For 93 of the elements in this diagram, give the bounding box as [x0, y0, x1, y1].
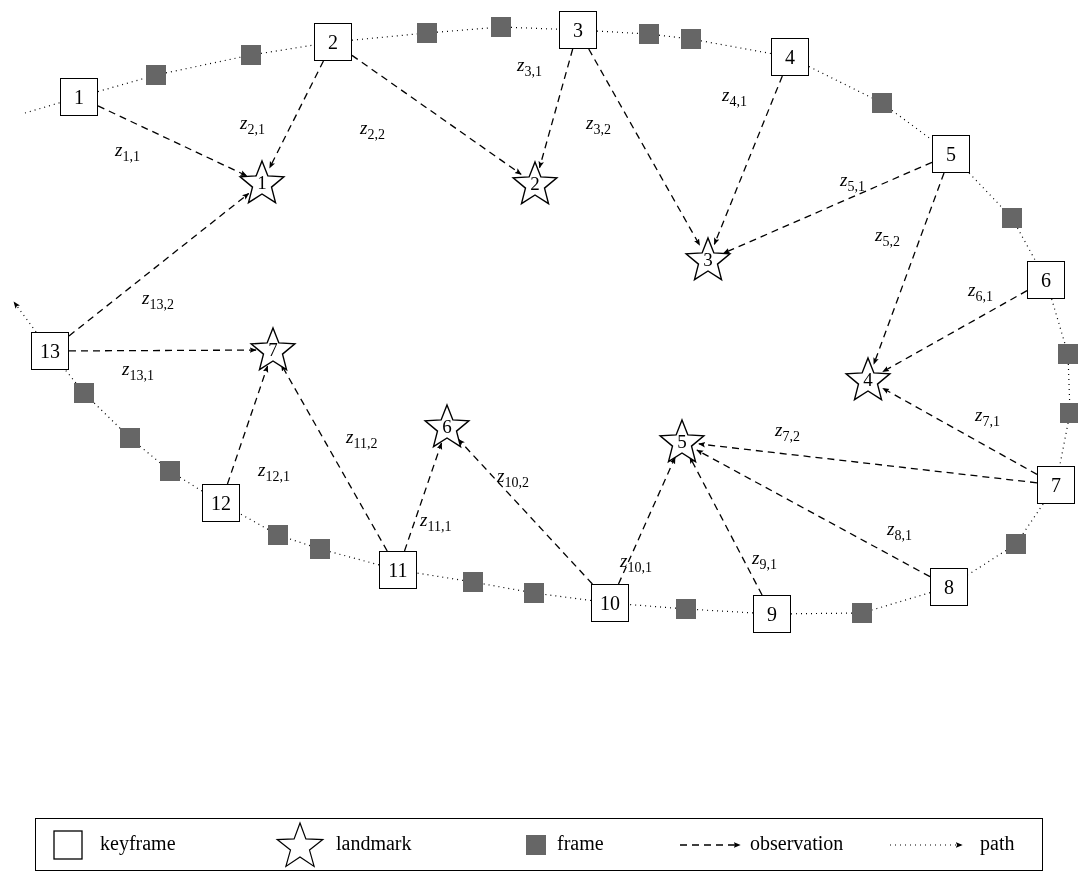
frame-square — [268, 525, 288, 545]
edge-label: z$_{2,2}$ — [360, 118, 385, 142]
path-line — [24, 102, 61, 114]
edge-label: z$_{7,2}$ — [775, 420, 800, 444]
path-line — [1051, 298, 1066, 345]
observation-arrow — [97, 105, 248, 177]
observation-arrow — [269, 60, 325, 169]
observation-arrow — [403, 442, 443, 552]
frame-square — [1006, 534, 1026, 554]
edge-label: z$_{10,1}$ — [620, 551, 652, 575]
frame-square — [1060, 403, 1078, 423]
frame-square — [74, 383, 94, 403]
landmark-number: 3 — [703, 249, 713, 271]
edge-label: z$_{9,1}$ — [752, 548, 777, 572]
observation-arrow — [68, 192, 250, 337]
edge-label: z$_{7,1}$ — [975, 405, 1000, 429]
frame-square — [676, 599, 696, 619]
keyframe-box: 3 — [559, 11, 597, 49]
keyframe-box: 1 — [60, 78, 98, 116]
observation-arrow — [882, 387, 1038, 476]
keyframe-box: 10 — [591, 584, 629, 622]
legend-label: frame — [557, 832, 604, 855]
path-line — [64, 369, 77, 384]
path-line — [13, 301, 37, 333]
frame-square — [681, 29, 701, 49]
edge-label: z$_{2,1}$ — [240, 113, 265, 137]
observation-arrow — [351, 54, 522, 175]
observation-arrow — [226, 365, 269, 485]
frame-square — [463, 572, 483, 592]
landmark-number: 5 — [677, 431, 687, 453]
legend-label: path — [980, 832, 1015, 855]
frame-square — [310, 539, 330, 559]
keyframe-box: 2 — [314, 23, 352, 61]
frame-square — [639, 24, 659, 44]
keyframe-box: 12 — [202, 484, 240, 522]
observation-arrow — [713, 75, 783, 245]
observation-arrow — [882, 290, 1028, 373]
frame-square — [241, 45, 261, 65]
frame-square — [1002, 208, 1022, 228]
observation-arrow — [873, 172, 945, 365]
edge-label: z$_{13,2}$ — [142, 288, 174, 312]
frame-square — [852, 603, 872, 623]
edge-label: z$_{6,1}$ — [968, 280, 993, 304]
observation-arrow — [722, 161, 933, 254]
path-line — [1016, 227, 1037, 262]
frame-square — [417, 23, 437, 43]
edge-label: z$_{8,1}$ — [887, 519, 912, 543]
frame-square — [146, 65, 166, 85]
observation-arrow — [689, 456, 763, 596]
legend-label: observation — [750, 832, 844, 855]
landmark-number: 6 — [442, 416, 452, 438]
path-line — [968, 172, 1004, 209]
keyframe-box: 5 — [932, 135, 970, 173]
observation-arrow — [698, 441, 1038, 484]
edge-label: z$_{4,1}$ — [722, 85, 747, 109]
path-line — [239, 513, 269, 530]
frame-square — [120, 428, 140, 448]
frame-square — [160, 461, 180, 481]
legend-label: landmark — [336, 832, 412, 855]
observation-arrow — [696, 449, 931, 578]
frame-square — [524, 583, 544, 603]
keyframe-box: 4 — [771, 38, 809, 76]
landmark-number: 7 — [268, 339, 278, 361]
observation-arrow — [588, 48, 701, 246]
edge-label: z$_{1,1}$ — [115, 140, 140, 164]
frame-square — [491, 17, 511, 37]
frame-square — [872, 93, 892, 113]
edge-label: z$_{12,1}$ — [258, 460, 290, 484]
landmark-number: 1 — [257, 172, 267, 194]
edge-label: z$_{11,1}$ — [420, 510, 452, 534]
edge-label: z$_{11,2}$ — [346, 427, 378, 451]
path-line — [287, 537, 311, 547]
observation-arrow — [538, 48, 574, 169]
edge-label: z$_{3,1}$ — [517, 55, 542, 79]
keyframe-box: 6 — [1027, 261, 1065, 299]
path-line — [93, 402, 121, 429]
observation-arrow — [617, 456, 676, 585]
edge-label: z$_{3,2}$ — [586, 113, 611, 137]
landmark-number: 2 — [530, 173, 540, 195]
keyframe-box: 7 — [1037, 466, 1075, 504]
keyframe-box: 9 — [753, 595, 791, 633]
keyframe-box: 8 — [930, 568, 968, 606]
keyframe-box: 11 — [379, 551, 417, 589]
keyframe-box: 13 — [31, 332, 69, 370]
edge-label: z$_{5,1}$ — [840, 170, 865, 194]
frame-square — [1058, 344, 1078, 364]
observation-arrow — [68, 347, 257, 353]
legend-label: keyframe — [100, 832, 176, 855]
path-line — [1022, 503, 1044, 535]
edge-label: z$_{5,2}$ — [875, 225, 900, 249]
edge-label: z$_{13,1}$ — [122, 359, 154, 383]
landmark-number: 4 — [863, 369, 873, 391]
edge-label: z$_{10,2}$ — [497, 466, 529, 490]
